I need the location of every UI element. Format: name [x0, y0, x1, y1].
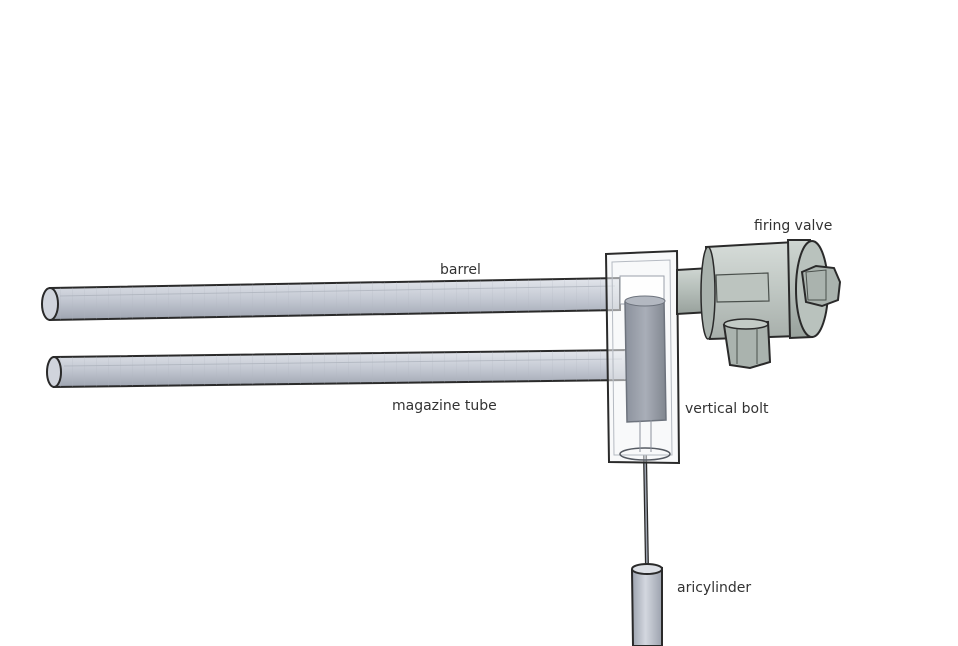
aircylinder-label: aricylinder	[677, 580, 752, 596]
barrel	[41, 276, 621, 322]
magazine-tube	[46, 348, 629, 389]
vertical-bolt	[624, 295, 667, 452]
vertical-bolt-label: vertical bolt	[685, 401, 769, 417]
barrel-label: barrel	[440, 262, 481, 278]
firing-valve-label: firing valve	[754, 218, 833, 234]
firing-valve	[676, 239, 842, 370]
air-line	[643, 454, 649, 569]
air-cylinder	[630, 563, 663, 646]
magazine-tube-label: magazine tube	[392, 398, 497, 414]
